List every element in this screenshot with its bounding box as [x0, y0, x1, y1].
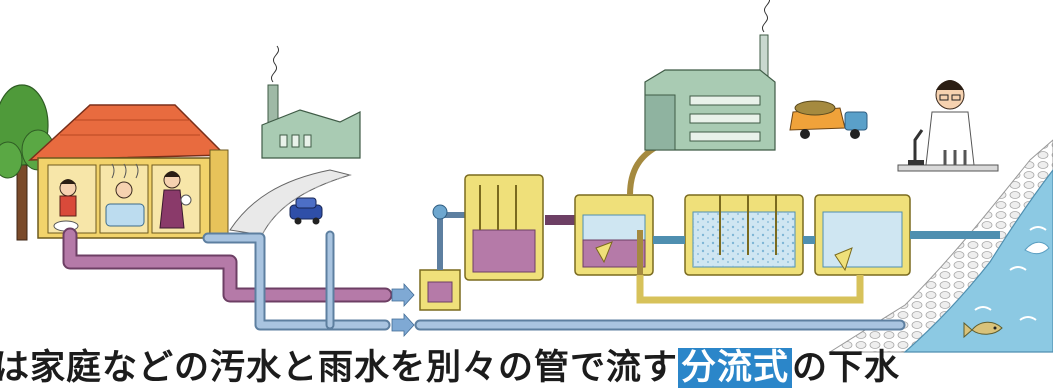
- car-icon: [289, 197, 323, 225]
- settling-tank-icon: [814, 194, 1000, 276]
- caption-text-before: は家庭などの汚水と雨水を別々の管で流す: [0, 348, 679, 388]
- caption-text-after: の下水: [792, 348, 901, 388]
- settling-tank-icon: [574, 194, 654, 276]
- microscope-icon: [908, 129, 967, 165]
- dump-truck-icon: [789, 100, 868, 139]
- fish-icon: [963, 321, 1003, 339]
- caption: は家庭などの汚水と雨水を別々の管で流す分流式の下水: [0, 348, 900, 389]
- sewage-pipe: [62, 227, 393, 303]
- river-icon: [828, 139, 1053, 353]
- aeration-tank-icon: [684, 194, 804, 276]
- factory-icon: [261, 45, 361, 159]
- tree-icon: [0, 84, 55, 241]
- settling-tank-icon: [464, 174, 575, 281]
- flow-arrows: [391, 282, 415, 338]
- person-washing-icon: [159, 171, 192, 229]
- pump-station-icon: [419, 204, 470, 311]
- person-bath-icon: [105, 163, 145, 227]
- sludge-building-icon: [644, 0, 776, 151]
- scientist-icon: [897, 80, 999, 172]
- treated-water-pipe: [636, 236, 864, 304]
- person-toilet-icon: [53, 179, 79, 232]
- caption-highlight: 分流式: [678, 348, 793, 388]
- road-icon: [229, 169, 352, 236]
- rain-pipe: [202, 230, 906, 331]
